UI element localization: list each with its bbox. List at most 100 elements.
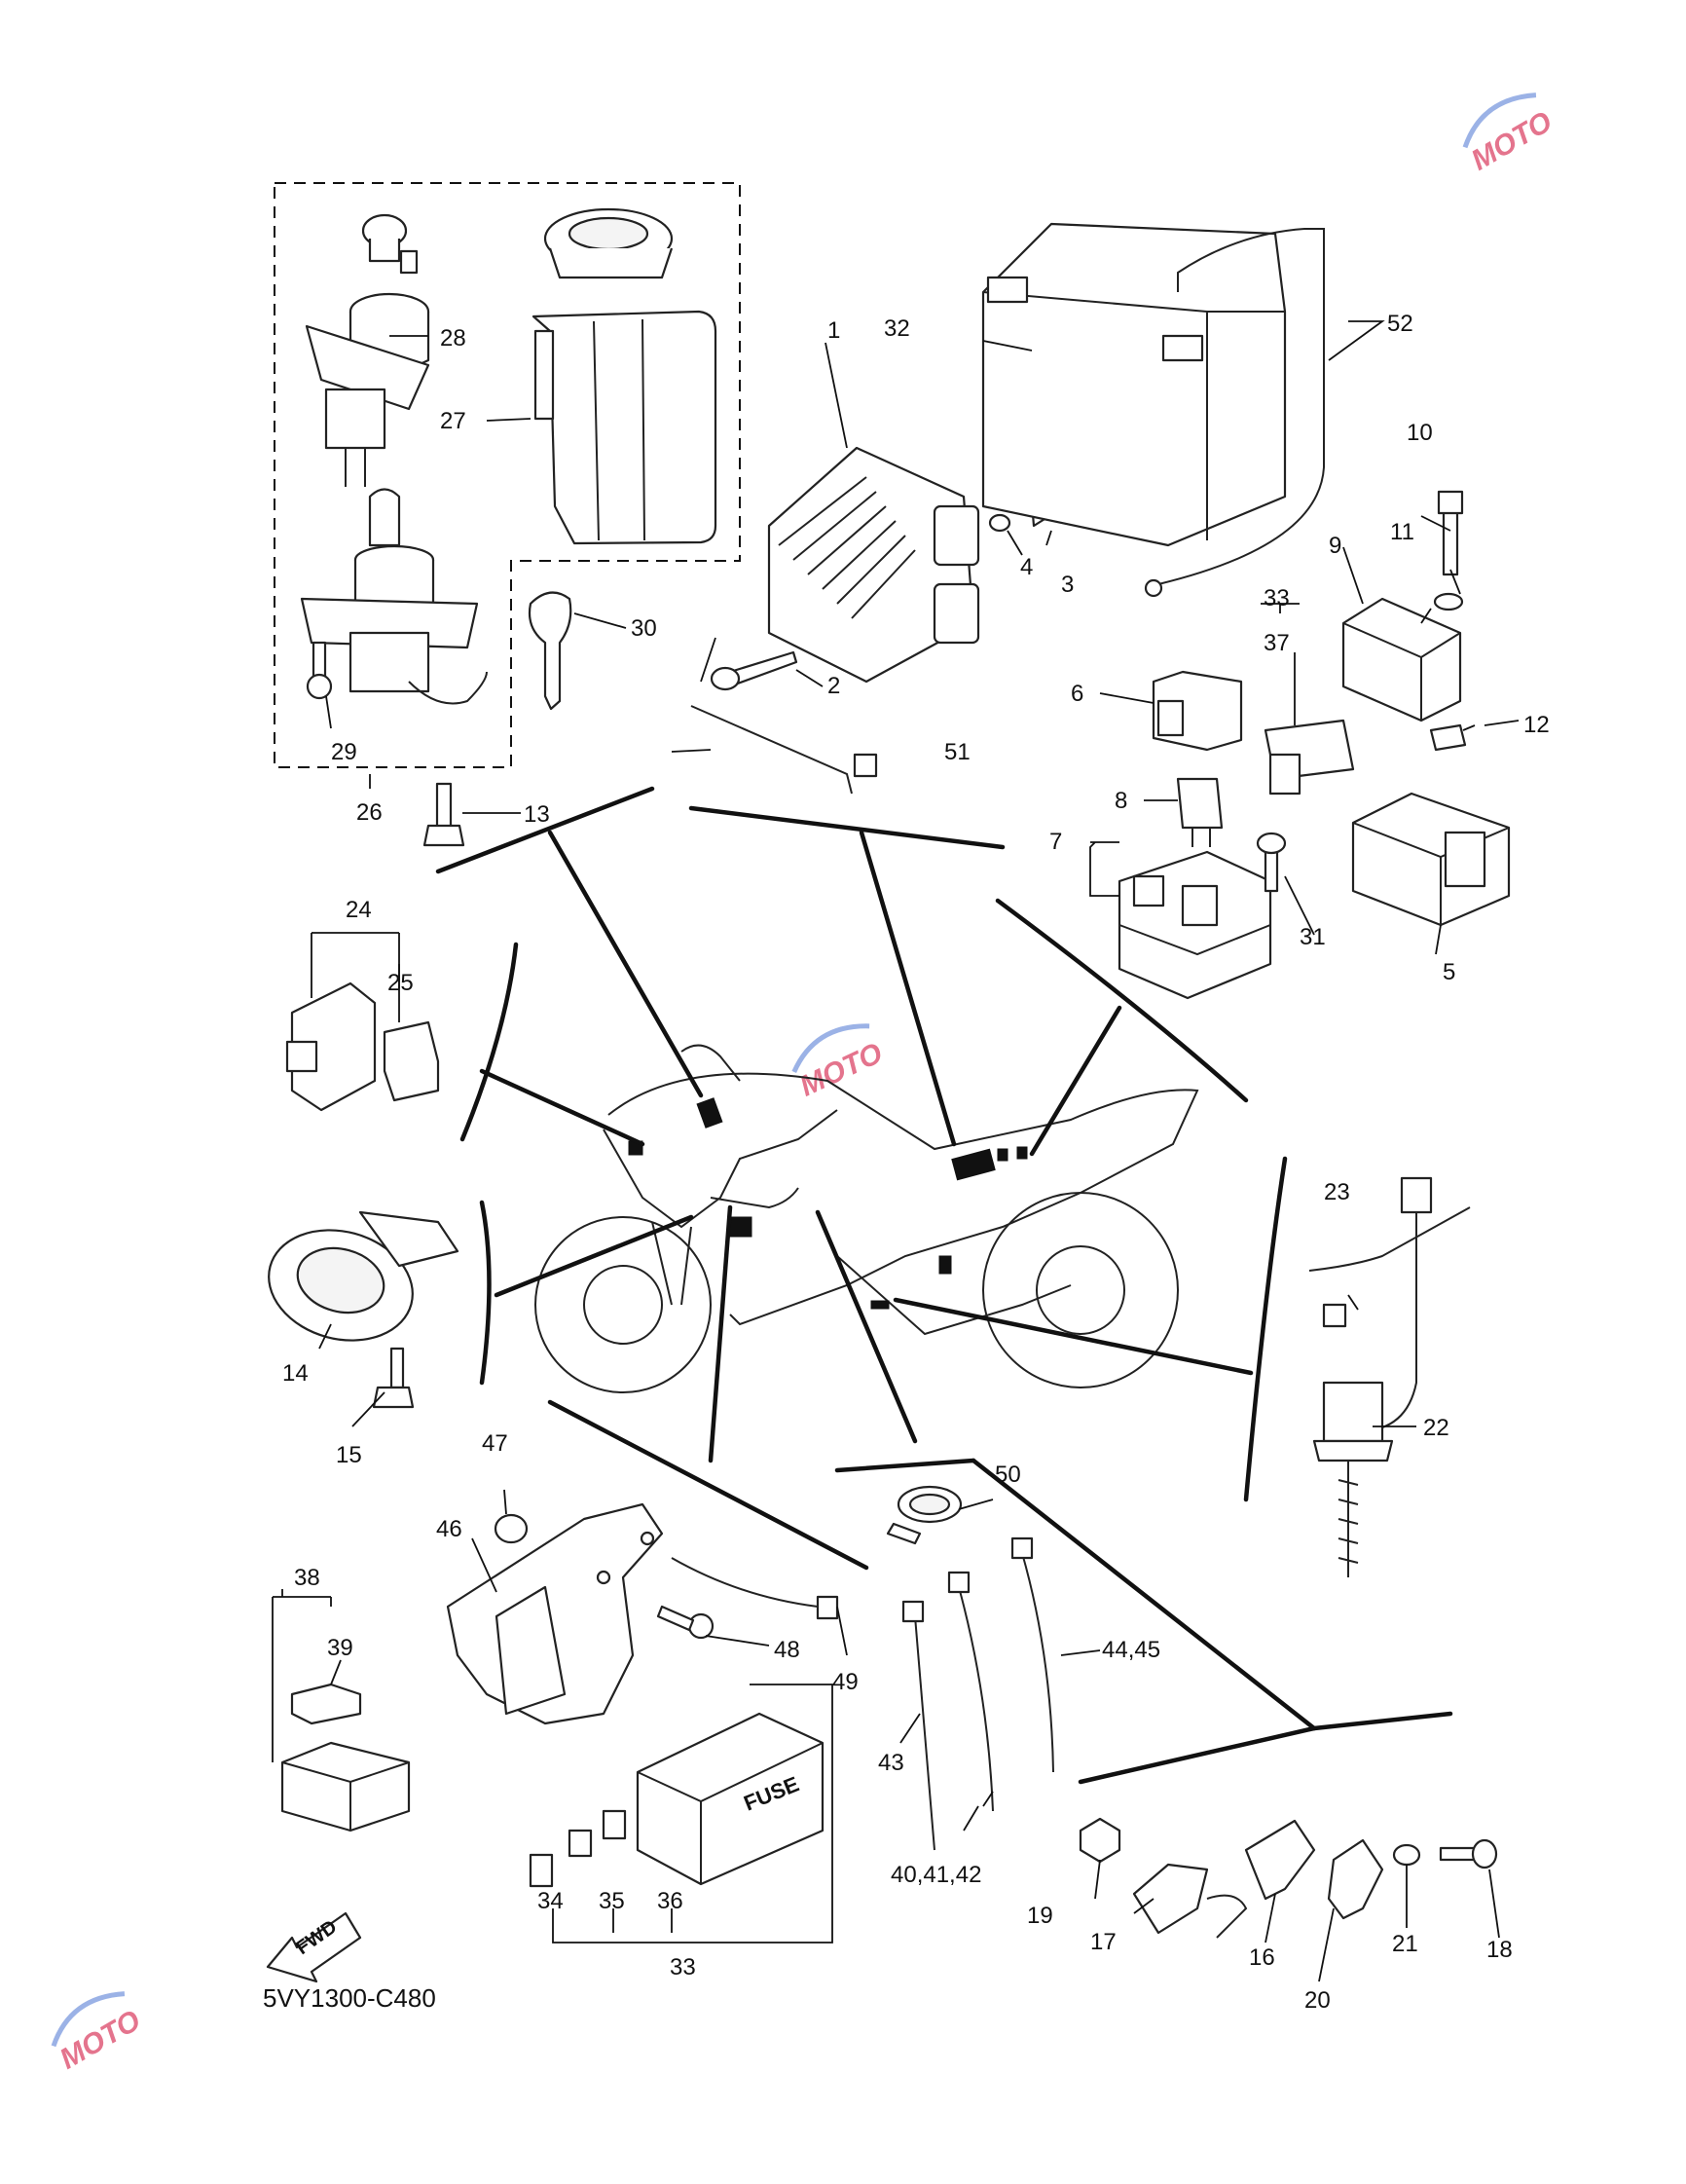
callout-7: 7: [1049, 829, 1062, 855]
callout-36: 36: [657, 1888, 683, 1914]
svg-text:MOTO: MOTO: [55, 2004, 146, 2075]
callout-12: 12: [1523, 712, 1550, 738]
key-30: [528, 591, 572, 711]
callout-1: 1: [827, 317, 840, 344]
callout-46: 46: [436, 1516, 462, 1542]
cable-ties: [901, 1536, 1054, 1851]
callout-24: 24: [346, 897, 372, 923]
bracket-12: [1429, 723, 1467, 752]
washer-11: [1433, 592, 1464, 611]
nut-19: [1079, 1817, 1121, 1864]
fuse-8: [1176, 777, 1224, 847]
neutral-switch: [1312, 1381, 1394, 1577]
callout-49: 49: [832, 1669, 859, 1695]
callout-8: 8: [1115, 788, 1127, 814]
ecu-unit: [531, 310, 717, 545]
fuse-box: FUSE: [636, 1712, 825, 1886]
connector-39: [290, 1683, 362, 1725]
callout-48: 48: [774, 1637, 800, 1663]
callout-34: 34: [537, 1888, 564, 1914]
watermark-logo-bottom-left: MOTO: [51, 1991, 146, 2076]
callout-32: 32: [884, 315, 910, 342]
horn: [268, 1210, 459, 1342]
callout-23: 23: [1324, 1179, 1350, 1205]
callout-47: 47: [482, 1430, 508, 1457]
callout-21: 21: [1392, 1931, 1418, 1957]
callout-11: 11: [1390, 519, 1414, 545]
callout-50: 50: [995, 1462, 1021, 1488]
starter-relay: [1118, 850, 1272, 1000]
main-switch-lock: [305, 292, 430, 487]
watermark-text: MOTO: [1466, 105, 1558, 176]
callout-5: 5: [1443, 959, 1455, 985]
connection-lines: [435, 786, 1453, 1785]
callout-31: 31: [1300, 924, 1326, 950]
callout-40-41-42: 40,41,42: [891, 1862, 981, 1888]
callout-30: 30: [631, 615, 657, 642]
callout-20: 20: [1304, 1987, 1331, 2014]
callout-3: 3: [1061, 572, 1074, 598]
callout-15: 15: [336, 1442, 362, 1468]
callout-14: 14: [282, 1360, 309, 1387]
callout-43: 43: [878, 1750, 904, 1776]
relay-37: [1264, 719, 1355, 796]
relay-6: [1152, 670, 1243, 752]
callout-37: 37: [1264, 630, 1290, 656]
callout-18: 18: [1486, 1937, 1513, 1963]
watermark-logo-top-right: MOTO: [1462, 93, 1558, 177]
bolt-29: [306, 641, 333, 700]
bolt-10: [1437, 490, 1464, 576]
relay-9: [1341, 597, 1462, 722]
callout-51: 51: [944, 739, 971, 765]
fuses-34-35-36: [529, 1809, 627, 1888]
connector-25: [383, 1020, 440, 1102]
washer-21: [1392, 1843, 1421, 1867]
callout-52: 52: [1387, 311, 1413, 337]
callout-22: 22: [1423, 1415, 1449, 1441]
bolt-2: [710, 650, 798, 691]
callout-2: 2: [827, 673, 840, 699]
grommet-47: [494, 1513, 529, 1544]
kit-dashed-outline: [274, 182, 741, 768]
bolt-18: [1439, 1838, 1498, 1869]
sidestand-switch: [1132, 1819, 1384, 1939]
seat-lock: [361, 213, 419, 275]
callout-4: 4: [1020, 554, 1033, 580]
callout-33-lower: 33: [670, 1954, 696, 1980]
callout-27: 27: [440, 408, 466, 434]
callout-19: 19: [1027, 1903, 1053, 1929]
diagram-code: 5VY1300-C480: [263, 1983, 436, 2013]
bolt-48: [656, 1605, 715, 1640]
callout-17: 17: [1090, 1929, 1117, 1955]
callout-13: 13: [524, 801, 550, 828]
bracket-46: [446, 1502, 664, 1725]
callout-35: 35: [599, 1888, 625, 1914]
bolt-13: [422, 782, 465, 847]
fwd-arrow: FWD: [266, 1911, 362, 1983]
watermark-logo-center: MOTO: [791, 1023, 888, 1103]
motorcycle-outline: [534, 1044, 1199, 1393]
relay-5: [1351, 792, 1511, 927]
callout-26: 26: [356, 799, 383, 826]
wire-49: [671, 1557, 839, 1620]
callout-25: 25: [387, 970, 414, 996]
callout-numbers: 1 2 3 4 5 6 7 8 9 10 11 12 13 14 15 16 1…: [282, 311, 1550, 2014]
ignition-switch: [300, 488, 488, 705]
callout-29: 29: [331, 739, 357, 765]
connector-38: [280, 1741, 411, 1832]
connector-51: [853, 753, 878, 778]
fuel-cap-lock: [543, 207, 674, 279]
battery: [981, 222, 1325, 598]
rectifier-regulator: [767, 446, 980, 684]
clamp-50: [886, 1485, 963, 1545]
callout-28: 28: [440, 325, 466, 352]
callout-10: 10: [1407, 420, 1433, 446]
callout-9: 9: [1329, 533, 1341, 559]
sidestand-switch-wire: [1308, 1176, 1471, 1432]
callout-39: 39: [327, 1635, 353, 1661]
callout-44-45: 44,45: [1102, 1637, 1160, 1663]
callout-33-upper: 33: [1264, 585, 1290, 611]
lead-51: [690, 705, 853, 795]
washer-4: [988, 513, 1011, 533]
